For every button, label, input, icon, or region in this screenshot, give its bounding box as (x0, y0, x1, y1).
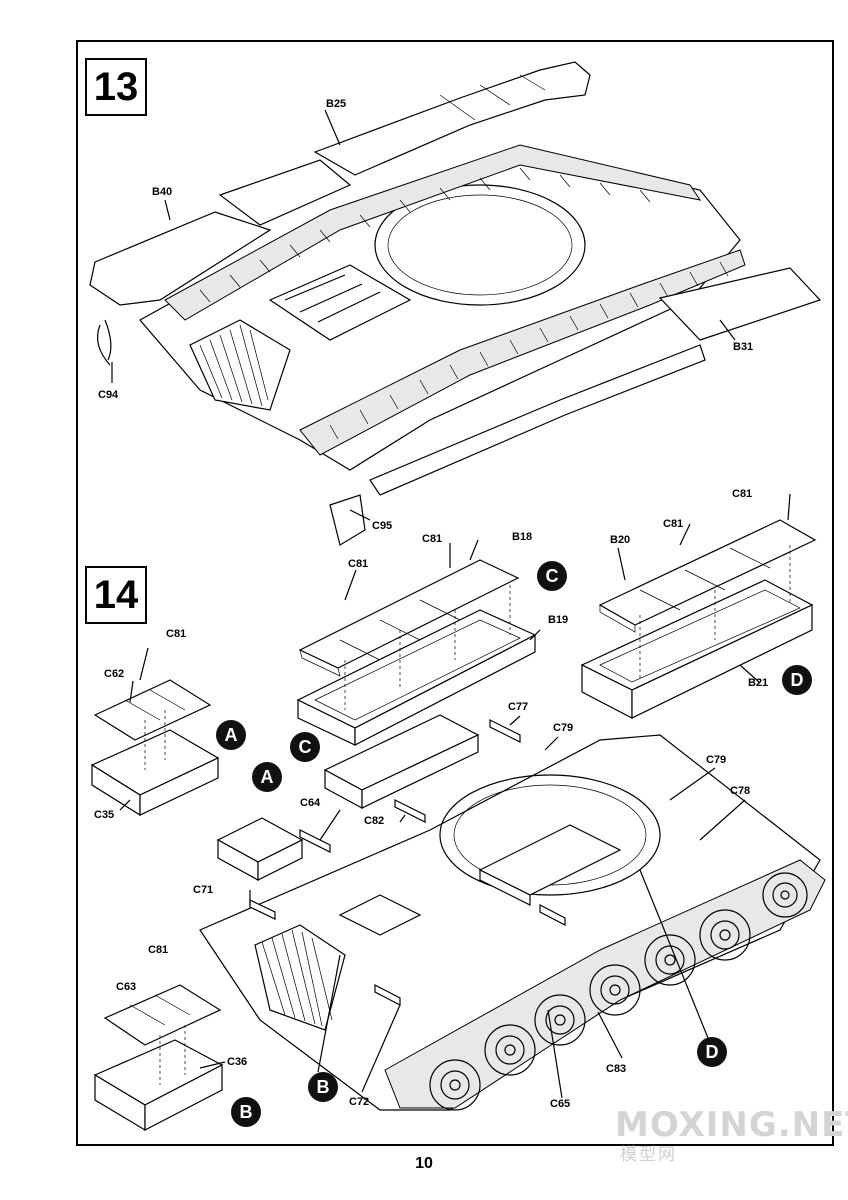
label-c94: C94 (98, 389, 119, 401)
label-c65: C65 (550, 1098, 571, 1110)
label-c64: C64 (300, 797, 321, 809)
badge-d-bottom: D (697, 1037, 727, 1067)
label-b19: B19 (548, 614, 569, 626)
badge-a-left: A (216, 720, 246, 750)
watermark-subtext: 模型网 (620, 1145, 677, 1165)
label-c79-2: C79 (706, 754, 727, 766)
badge-c-top: C (537, 561, 567, 591)
label-c79-1: C79 (553, 722, 574, 734)
label-c78: C78 (730, 785, 751, 797)
label-c63: C63 (116, 981, 137, 993)
label-c81-2: C81 (348, 558, 369, 570)
label-c81-3: C81 (732, 488, 753, 500)
page-number: 10 (415, 1155, 433, 1172)
label-c81-4: C81 (663, 518, 684, 530)
label-b18: B18 (512, 531, 533, 543)
watermark-text: MOXING.NET (615, 1105, 848, 1145)
badge-b-left: B (231, 1097, 261, 1127)
badge-b-mid: B (308, 1072, 338, 1102)
label-b21: B21 (748, 677, 769, 689)
label-c36: C36 (227, 1056, 248, 1068)
label-c81-1: C81 (422, 533, 443, 545)
badge-a-mid: A (252, 762, 282, 792)
label-b40: B40 (152, 186, 173, 198)
step13-hull-drawing (89, 61, 822, 546)
label-c71: C71 (193, 884, 214, 896)
label-c83: C83 (606, 1063, 627, 1075)
step-13-number: 13 (85, 58, 147, 116)
label-b20: B20 (610, 534, 631, 546)
step14-boxes-drawing (90, 493, 826, 1132)
label-c81-5: C81 (166, 628, 187, 640)
page-frame (76, 40, 834, 1146)
step-14-number: 14 (85, 566, 147, 624)
label-b31: B31 (733, 341, 754, 353)
label-b25: B25 (326, 98, 347, 110)
badge-d-top: D (782, 665, 812, 695)
badge-c-mid: C (290, 732, 320, 762)
label-c77: C77 (508, 701, 529, 713)
label-c35: C35 (94, 809, 115, 821)
label-c62: C62 (104, 668, 125, 680)
label-c82: C82 (364, 815, 385, 827)
label-c72: C72 (349, 1096, 370, 1108)
label-c81-6: C81 (148, 944, 169, 956)
label-c95: C95 (372, 520, 393, 532)
